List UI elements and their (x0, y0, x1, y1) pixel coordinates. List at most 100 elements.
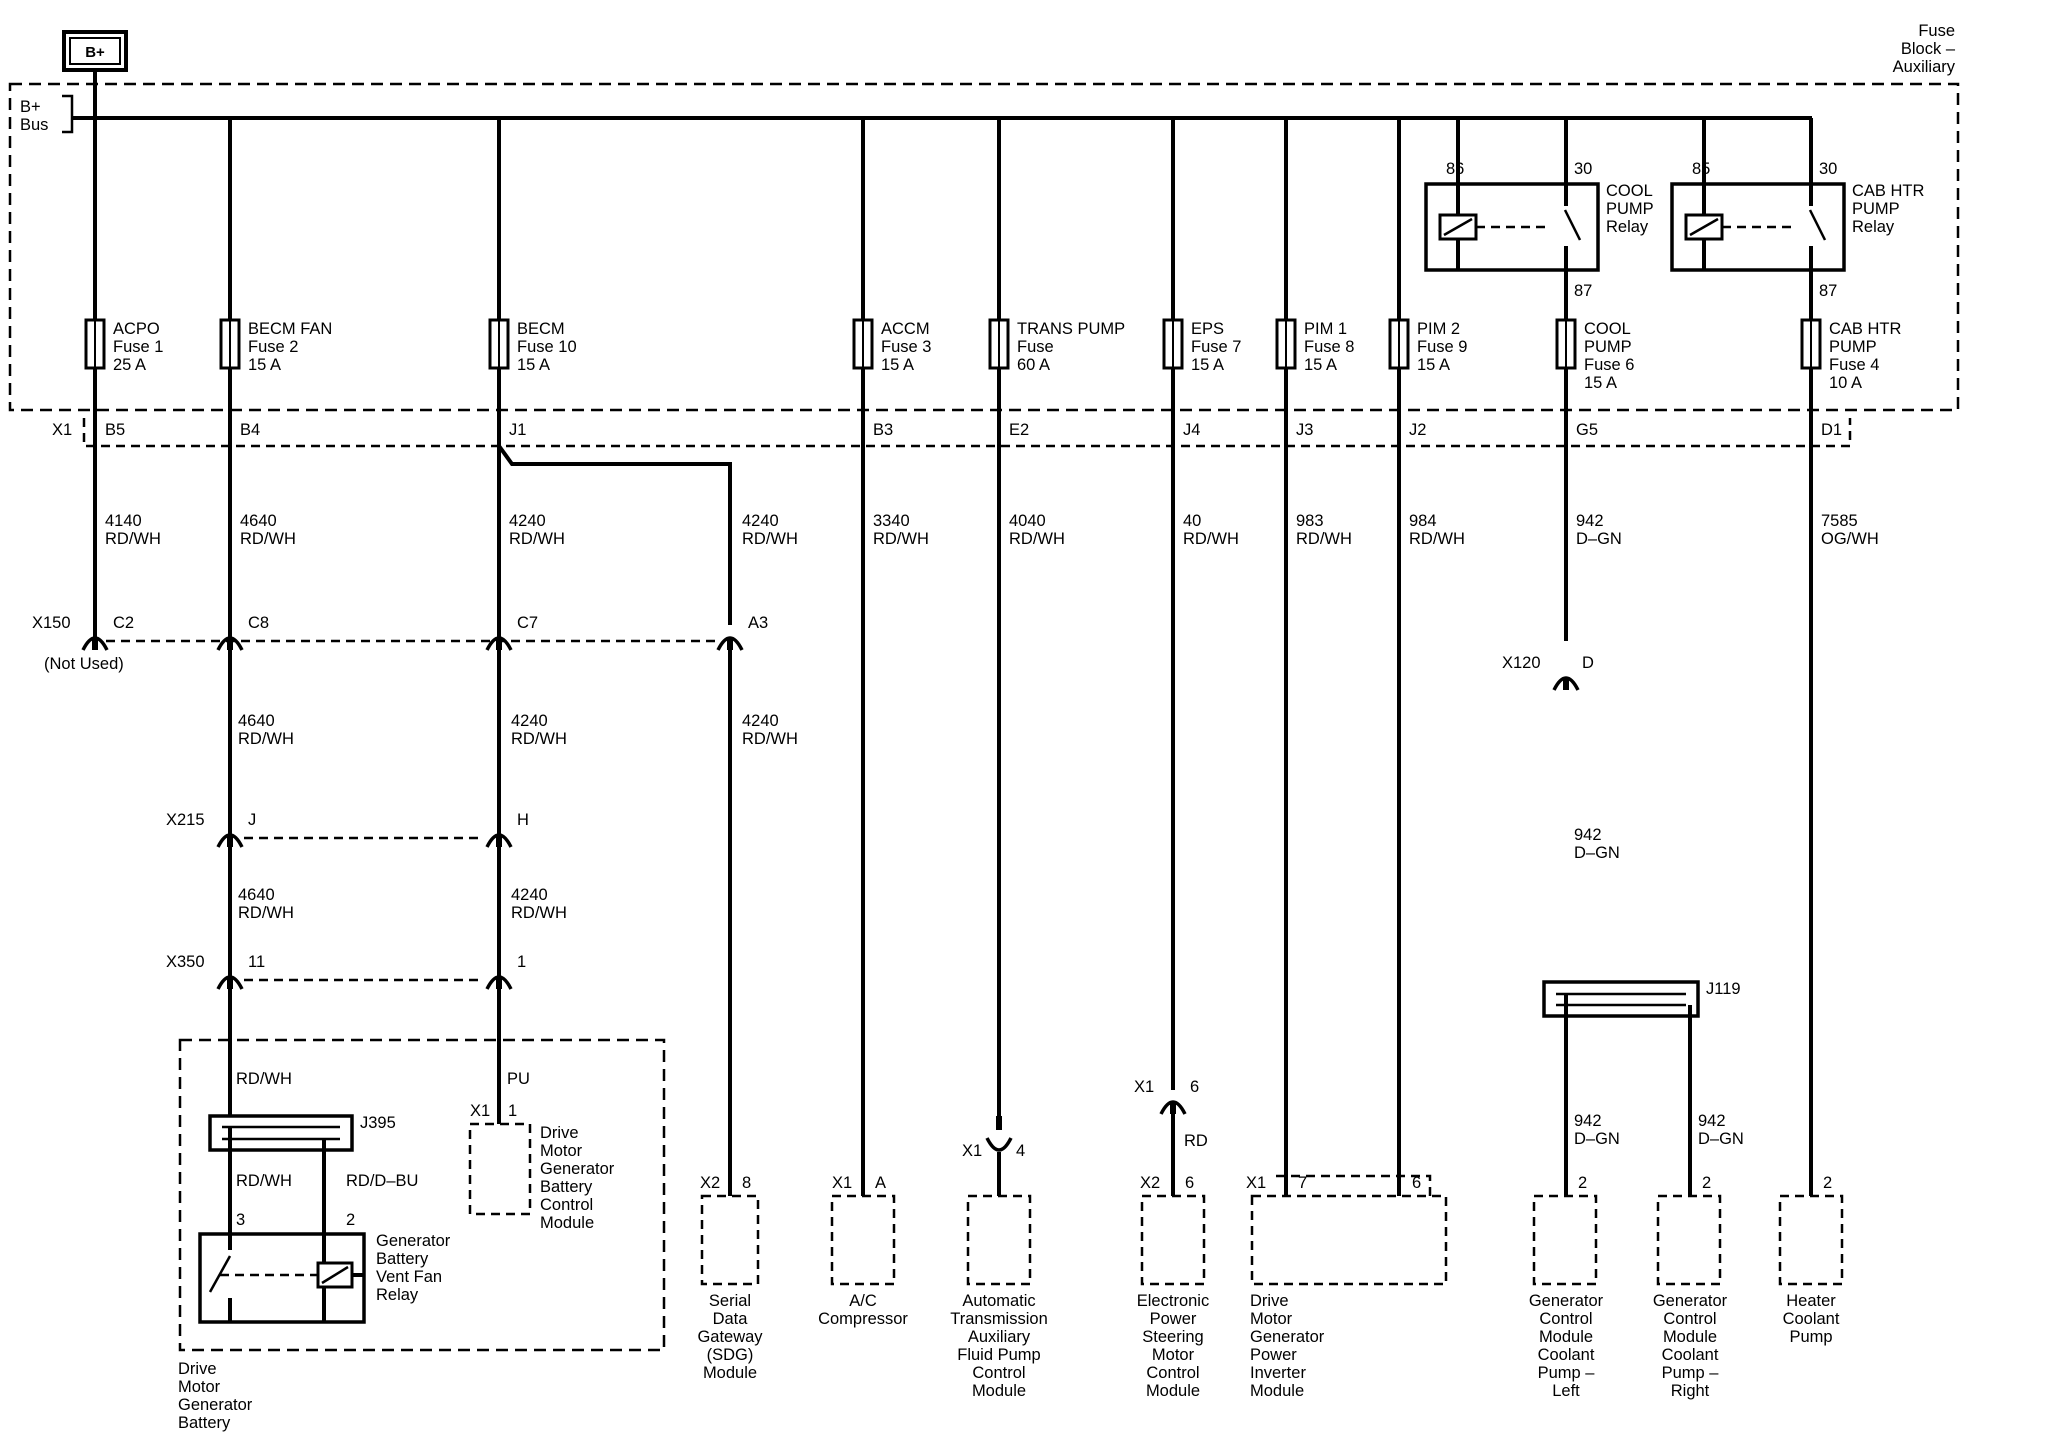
module-name: Module (1146, 1382, 1200, 1400)
connector-pin (92, 638, 98, 650)
fuse-name: Fuse 10 (517, 338, 577, 356)
svg-text:4640: 4640 (238, 886, 275, 904)
relay-switch-arm (1563, 209, 1582, 241)
module-connector-label: X1 (832, 1174, 852, 1192)
b-plus-bus: B+ Bus (14, 94, 1812, 138)
fuse-pin-label: E2 (1009, 421, 1029, 439)
module-name: Electronic (1137, 1292, 1209, 1310)
svg-text:RD/WH: RD/WH (236, 1172, 292, 1190)
x120-connector: X120 D 942 D–GN (1502, 654, 1620, 862)
wire-circuit-number: 4040 (1009, 512, 1046, 530)
wire-circuit-number: 4140 (105, 512, 142, 530)
svg-text:Control: Control (540, 1196, 593, 1214)
x215-pin-label: H (517, 811, 529, 829)
battery-wire-labels: RD/WH PU RD/WH RD/D–BU (236, 1070, 530, 1190)
x150-label: X150 (32, 614, 71, 632)
fuse-name: Fuse 6 (1584, 356, 1634, 374)
b-plus-badge-label: B+ (85, 44, 105, 61)
module-body (830, 1194, 896, 1286)
module-name: Motor (1250, 1310, 1293, 1328)
module-pin-label: 2 (1702, 1174, 1711, 1192)
svg-text:Generator: Generator (540, 1160, 615, 1178)
fuse-block-enclosure (8, 82, 1960, 412)
fuse-name: 10 A (1829, 374, 1862, 392)
module-connector-outline (1276, 1174, 1432, 1196)
module-name: Control (972, 1364, 1025, 1382)
module-name: Compressor (818, 1310, 908, 1328)
svg-text:Generator: Generator (178, 1396, 253, 1414)
x215-pin-0 (216, 833, 244, 848)
svg-text:X1: X1 (470, 1102, 490, 1120)
module-name: Left (1552, 1382, 1580, 1400)
module-name: Control (1539, 1310, 1592, 1328)
sdg-wire-labels: 4240 RD/WH (742, 712, 798, 748)
x150-not-used: (Not Used) (44, 655, 124, 673)
connector-pin (227, 638, 233, 650)
fuse-name: 15 A (881, 356, 914, 374)
module-name: Module (1250, 1382, 1304, 1400)
module-name: Module (1539, 1328, 1593, 1346)
svg-text:4240: 4240 (511, 886, 548, 904)
svg-text:RD/WH: RD/WH (236, 1070, 292, 1088)
wire-circuit-number: 4640 (240, 512, 277, 530)
module-connector-label: X2 (700, 1174, 720, 1192)
splice-wire-label: 4240 RD/WH (742, 512, 798, 548)
x150-pin-label: C7 (517, 614, 538, 632)
fuse-name: PUMP (1829, 338, 1877, 356)
module-name: Module (972, 1382, 1026, 1400)
x1-connector-label: X1 (52, 421, 72, 439)
x350-pin-label: 11 (248, 953, 265, 971)
svg-text:4240: 4240 (511, 712, 548, 730)
svg-text:Block –: Block – (1901, 40, 1956, 58)
module-name: Module (1663, 1328, 1717, 1346)
svg-text:2: 2 (346, 1211, 355, 1229)
svg-text:RD/WH: RD/WH (511, 730, 567, 748)
relay-pin-switch: 30 (1819, 160, 1837, 178)
x215-pin-1 (485, 833, 513, 848)
connector-pin (227, 977, 233, 989)
fuse-name: Fuse 2 (248, 338, 298, 356)
svg-text:Motor: Motor (540, 1142, 583, 1160)
module-connector-label: X1 (1246, 1174, 1266, 1192)
svg-text:D: D (1582, 654, 1594, 672)
svg-text:X1: X1 (962, 1142, 982, 1160)
svg-text:RD: RD (1184, 1132, 1208, 1150)
x350-label: X350 (166, 953, 205, 971)
fuse-name: EPS (1191, 320, 1224, 338)
module-pin-label: 2 (1578, 1174, 1587, 1192)
svg-text:Battery: Battery (540, 1178, 593, 1196)
module-connector-label: X2 (1140, 1174, 1160, 1192)
fuse-name: 60 A (1017, 356, 1050, 374)
svg-text:942: 942 (1698, 1112, 1726, 1130)
fuse-pin-label: D1 (1821, 421, 1842, 439)
module-name: Drive (1250, 1292, 1289, 1310)
relay-coil-slash (1689, 217, 1719, 237)
eps-x1-pin (1159, 1100, 1187, 1115)
connector-pin (727, 638, 733, 650)
drive-motor-generator-battery-enclosure (178, 1038, 666, 1352)
module-body (1656, 1194, 1722, 1286)
svg-text:D–GN: D–GN (1698, 1130, 1744, 1148)
fuse-pin-label: B4 (240, 421, 260, 439)
wire-color: D–GN (1576, 530, 1622, 548)
x150-pin-2 (485, 636, 513, 651)
relay-coil-slash (1443, 217, 1473, 237)
j119-splice: J119 942 D–GN 942 D–GN (1542, 980, 1744, 1196)
relay-pin-out: 87 (1574, 282, 1592, 300)
x350-pin-0 (216, 975, 244, 990)
fuse-name: 15 A (1417, 356, 1450, 374)
battery-name: Drive Motor Generator Battery (178, 1360, 253, 1432)
relay-name: PUMP (1852, 200, 1900, 218)
module-body (1778, 1194, 1844, 1286)
wire-color: RD/WH (240, 530, 296, 548)
svg-text:4640: 4640 (238, 712, 275, 730)
fuse-name: PIM 1 (1304, 320, 1347, 338)
